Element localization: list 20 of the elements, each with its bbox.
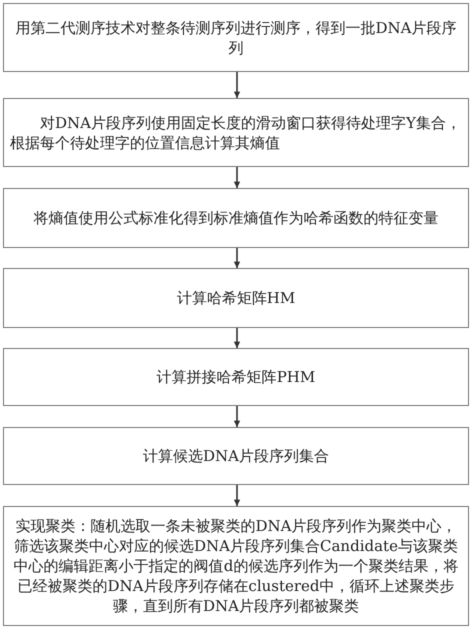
step-text: 实现聚类：随机选取一条未被聚类的DNA片段序列作为聚类中心，筛选该聚类中心对应的候选DNA片段序列集合Candidate与该聚类中心的编辑距离小于指定的阀值d的候选序列作为一个聚类结果，将已经被聚类的DNA片段序列存储在clustered中，循环上述聚类步骤，直到所有DNA片段序列都被聚类	[12, 516, 460, 616]
process-box	[3, 427, 469, 485]
step-text: 将熵值使用公式标准化得到标准熵值作为哈希函数的特征变量	[32, 208, 440, 228]
step-text: 计算拼接哈希矩阵PHM	[156, 367, 316, 387]
arrow	[234, 406, 240, 427]
arrow	[234, 248, 240, 268]
process-box	[3, 98, 469, 167]
arrow	[234, 167, 240, 188]
process-box	[3, 188, 469, 248]
step-text: 计算哈希矩阵HM	[176, 288, 296, 308]
arrow	[234, 328, 240, 348]
process-box	[3, 348, 469, 406]
process-box	[3, 3, 469, 72]
step-text: 对DNA片段序列使用固定长度的滑动窗口获得待处理字Y集合，根据每个待处理字的位置信息计算其熵值	[9, 112, 462, 152]
step-text: 计算候选DNA片段序列集合	[142, 446, 330, 466]
arrow	[234, 485, 240, 506]
arrow	[234, 72, 240, 98]
step-text: 用第二代测序技术对整条待测序列进行测序，得到一批DNA片段序列	[14, 18, 458, 58]
process-box	[3, 268, 469, 328]
process-box	[3, 506, 469, 626]
